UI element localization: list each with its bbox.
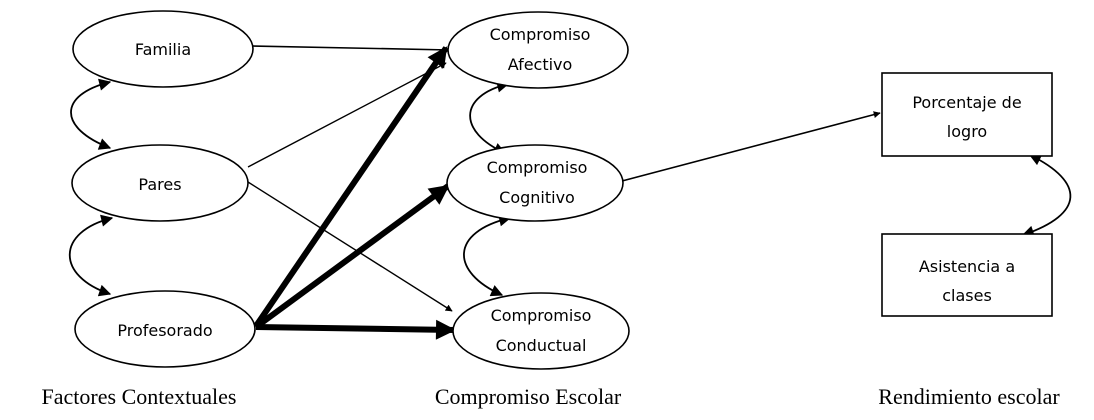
node-familia: Familia bbox=[72, 10, 254, 88]
node-porcentaje-logro: Porcentaje de logro bbox=[881, 72, 1053, 157]
node-asistencia-clases-line2: clases bbox=[942, 286, 992, 305]
node-pares: Pares bbox=[71, 144, 249, 222]
edge-familia-afectivo bbox=[251, 45, 451, 54]
group-label-compromiso: Compromiso Escolar bbox=[435, 384, 622, 409]
node-profesorado: Profesorado bbox=[74, 290, 256, 368]
correlation-pares-profesorado bbox=[69, 214, 114, 297]
node-pares-label: Pares bbox=[138, 175, 181, 194]
correlation-logro-asistencia bbox=[1021, 154, 1072, 238]
node-compromiso-afectivo-line2: Afectivo bbox=[508, 55, 573, 74]
node-familia-label: Familia bbox=[135, 40, 191, 59]
node-profesorado-label: Profesorado bbox=[117, 321, 212, 340]
node-porcentaje-logro-line2: logro bbox=[947, 122, 987, 141]
edge-pares-afectivo bbox=[247, 62, 447, 168]
edge-cognitivo-logro bbox=[621, 111, 881, 182]
node-compromiso-cognitivo: Compromiso Cognitivo bbox=[446, 144, 624, 222]
node-compromiso-conductual-line2: Conductual bbox=[496, 336, 587, 355]
node-porcentaje-logro-line1: Porcentaje de bbox=[912, 93, 1021, 112]
node-compromiso-conductual-line1: Compromiso bbox=[491, 306, 592, 325]
node-asistencia-clases-line1: Asistencia a bbox=[919, 257, 1015, 276]
edge-profesorado-cognitivo bbox=[254, 183, 450, 330]
correlation-familia-pares bbox=[70, 78, 112, 150]
node-compromiso-afectivo-line1: Compromiso bbox=[490, 25, 591, 44]
correlation-cognitivo-conductual bbox=[463, 214, 512, 297]
edge-pares-conductual bbox=[247, 181, 453, 312]
node-compromiso-afectivo: Compromiso Afectivo bbox=[447, 11, 629, 89]
edge-profesorado-conductual bbox=[255, 319, 456, 340]
group-label-rendimiento: Rendimiento escolar bbox=[878, 384, 1060, 409]
node-asistencia-clases: Asistencia a clases bbox=[881, 233, 1053, 317]
node-compromiso-conductual: Compromiso Conductual bbox=[452, 292, 630, 370]
node-compromiso-cognitivo-line2: Cognitivo bbox=[499, 188, 575, 207]
edge-profesorado-afectivo bbox=[253, 46, 449, 328]
node-compromiso-cognitivo-line1: Compromiso bbox=[487, 158, 588, 177]
correlation-afectivo-cognitivo bbox=[469, 80, 510, 155]
group-label-factores: Factores Contextuales bbox=[42, 384, 237, 409]
